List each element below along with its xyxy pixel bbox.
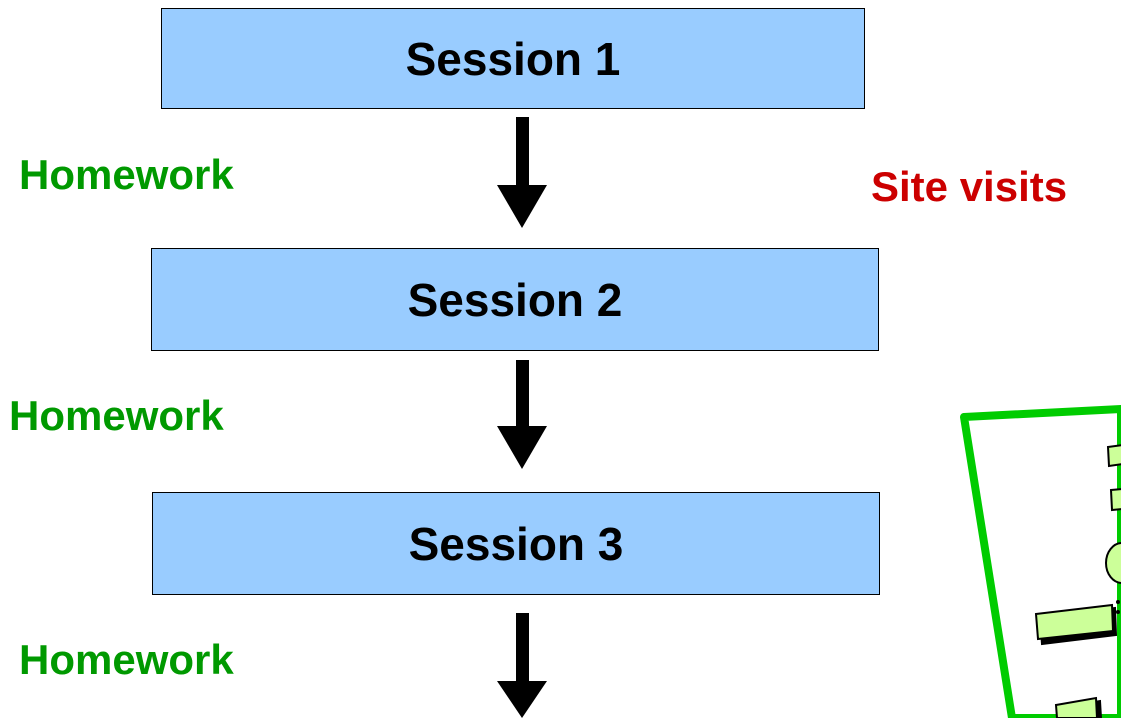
session-2-box: Session 2 <box>151 248 879 351</box>
down-arrow-icon <box>497 117 547 228</box>
site-map-clipart-icon <box>960 405 1121 718</box>
homework-label-1: Homework <box>19 151 234 198</box>
down-arrow-icon <box>497 360 547 469</box>
session-1-box: Session 1 <box>161 8 865 109</box>
session-1-label: Session 1 <box>405 32 621 85</box>
session-3-label: Session 3 <box>408 517 624 570</box>
site-visits-label: Site visits <box>871 163 1068 210</box>
down-arrow-icon <box>497 613 547 718</box>
homework-label-2: Homework <box>9 392 224 439</box>
homework-label-3: Homework <box>19 636 234 683</box>
session-2-label: Session 2 <box>407 273 623 326</box>
session-3-box: Session 3 <box>152 492 880 595</box>
